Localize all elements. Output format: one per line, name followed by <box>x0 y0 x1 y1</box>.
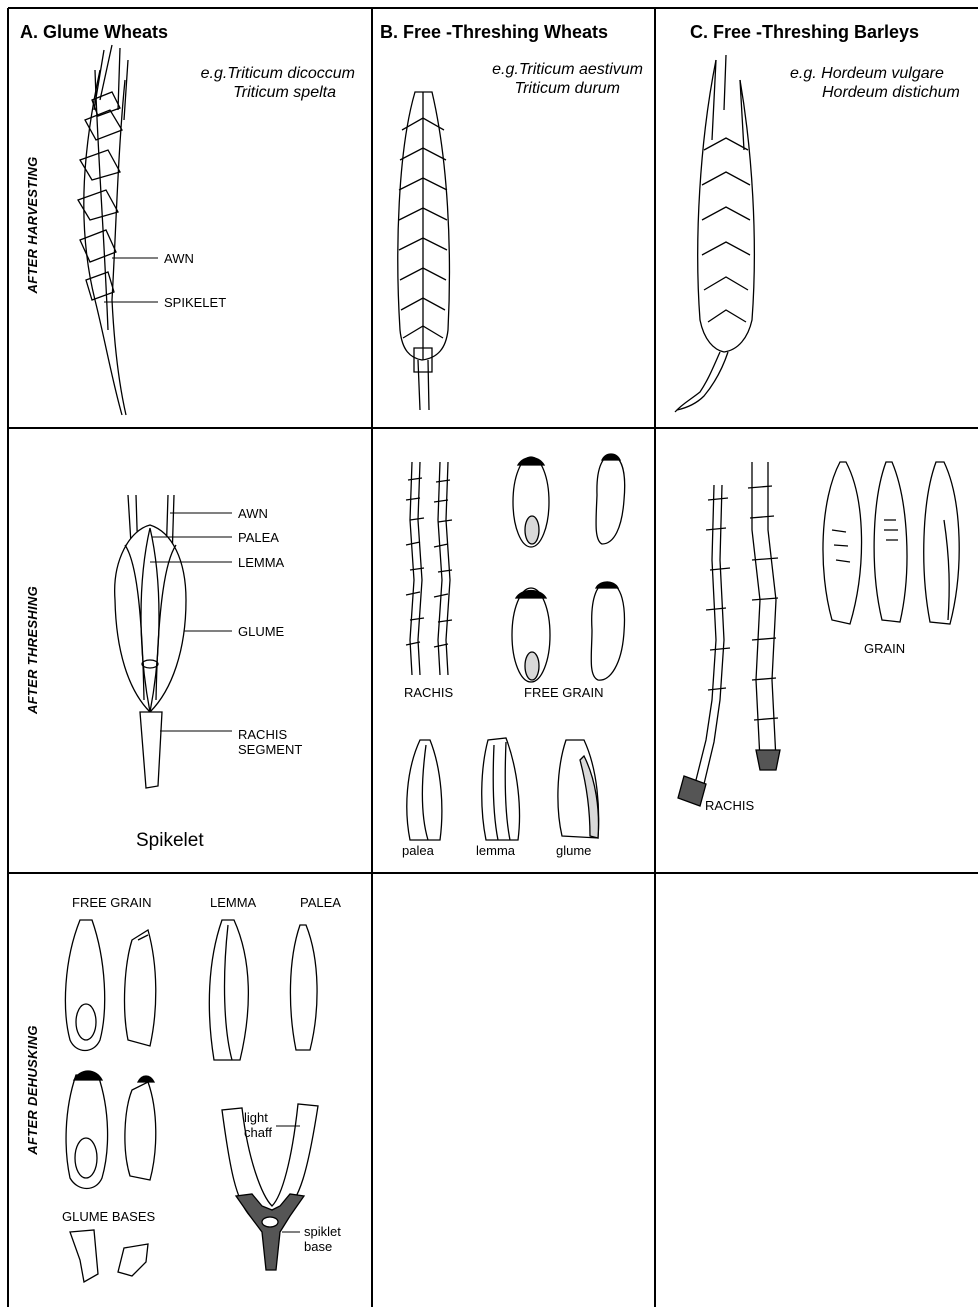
label-palea-lc: palea <box>402 843 435 858</box>
label-glume: GLUME <box>238 624 285 639</box>
label-awn: AWN <box>164 251 194 266</box>
row-label-dehusking: AFTER DEHUSKING <box>25 1025 40 1155</box>
label-lemma-lc: lemma <box>476 843 516 858</box>
label-rachis-segment-2: SEGMENT <box>238 742 302 757</box>
label-free-grain-dehusk: FREE GRAIN <box>72 895 151 910</box>
label-light-chaff-1: light <box>244 1110 268 1125</box>
wheat-chaff-drawing <box>407 738 599 840</box>
label-glume-bases: GLUME BASES <box>62 1209 156 1224</box>
label-spiklet-base-2: base <box>304 1239 332 1254</box>
column-c-example-1: e.g. Hordeum vulgare <box>790 65 944 82</box>
column-b-example-1: e.g.Triticum aestivum <box>492 61 643 78</box>
label-lemma: LEMMA <box>238 555 285 570</box>
column-a-example-2: Triticum spelta <box>233 84 336 101</box>
label-glume-lc: glume <box>556 843 591 858</box>
barley-grains-drawing <box>823 462 959 624</box>
column-a-example-1: e.g.Triticum dicoccum <box>201 65 355 82</box>
column-c-example-2: Hordeum distichum <box>822 84 960 101</box>
row-label-threshing: AFTER THRESHING <box>25 586 40 715</box>
label-palea-dehusk: PALEA <box>300 895 341 910</box>
wheat-rachis-drawing <box>406 462 452 675</box>
label-grain-barley: GRAIN <box>864 641 905 656</box>
label-rachis-barley: RACHIS <box>705 798 754 813</box>
label-awn-2: AWN <box>238 506 268 521</box>
label-light-chaff-2: chaff <box>244 1125 272 1140</box>
free-threshing-wheat-ear-drawing <box>398 92 450 410</box>
column-a-title: A. Glume Wheats <box>20 22 168 42</box>
label-rachis-wheat: RACHIS <box>404 685 453 700</box>
column-c-title: C. Free -Threshing Barleys <box>690 22 919 42</box>
column-b-example-2: Triticum durum <box>515 80 621 97</box>
column-b-title: B. Free -Threshing Wheats <box>380 22 608 42</box>
spikelet-diagram <box>115 495 186 788</box>
label-spikelet: SPIKELET <box>164 295 226 310</box>
barley-rachis-drawing <box>678 462 780 806</box>
dehusked-lemma-palea-drawing <box>209 920 317 1060</box>
glume-wheat-ear-drawing <box>78 45 128 415</box>
label-rachis-segment-1: RACHIS <box>238 727 287 742</box>
label-free-grain-wheat: FREE GRAIN <box>524 685 603 700</box>
wheat-free-grains-drawing <box>512 454 625 682</box>
label-lemma-dehusk: LEMMA <box>210 895 257 910</box>
label-palea: PALEA <box>238 530 279 545</box>
dehusked-free-grains-drawing <box>65 920 155 1189</box>
barley-ear-drawing <box>675 55 754 412</box>
spikelet-caption: Spikelet <box>136 830 204 851</box>
glume-bases-drawing <box>70 1230 148 1282</box>
label-spiklet-base-1: spiklet <box>304 1224 341 1239</box>
row-label-harvesting: AFTER HARVESTING <box>25 157 40 295</box>
